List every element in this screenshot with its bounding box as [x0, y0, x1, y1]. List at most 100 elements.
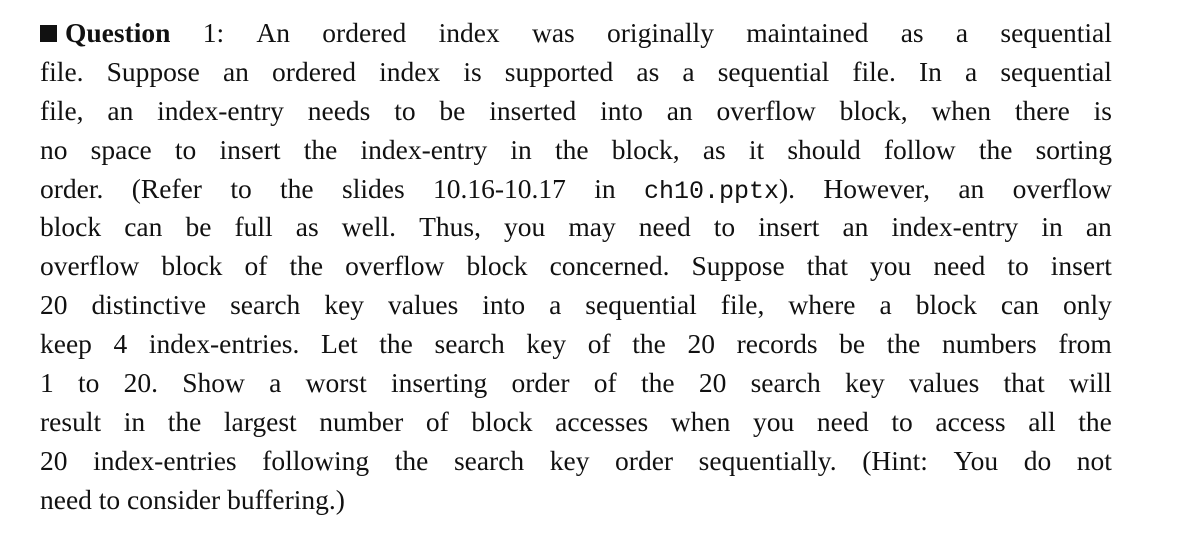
word: Thus,: [419, 211, 481, 243]
word: of: [425, 405, 449, 437]
word: inserted: [489, 94, 577, 126]
word: values: [388, 289, 459, 321]
word: index-entry: [157, 94, 284, 126]
word: the: [303, 133, 338, 165]
word: concerned.: [549, 250, 670, 282]
word: in: [594, 172, 616, 204]
word: sequential: [1000, 17, 1112, 48]
word: an: [842, 211, 869, 243]
word: the: [289, 250, 324, 282]
word: key: [845, 367, 885, 399]
word: search: [453, 444, 525, 476]
word: a: [965, 55, 978, 87]
word: largest: [223, 405, 297, 437]
text-line-13: need to consider buffering.): [40, 481, 1112, 520]
word: sequential: [717, 55, 830, 87]
word: that: [806, 250, 848, 282]
word: order: [615, 444, 674, 476]
word: when: [670, 405, 731, 437]
word: index-entry: [360, 133, 488, 165]
word: of: [587, 328, 611, 360]
word: distinctive: [91, 289, 207, 321]
word: file.: [852, 55, 896, 87]
word: an: [222, 55, 249, 87]
word: numbers: [942, 328, 1037, 360]
word: sorting: [1035, 133, 1112, 165]
word: accesses: [555, 405, 649, 437]
word: need: [816, 405, 869, 437]
word: the: [280, 172, 314, 204]
word: worst: [305, 367, 367, 399]
word: to: [230, 172, 252, 204]
word: access: [935, 405, 1006, 437]
word: it: [748, 133, 765, 165]
word: key: [549, 444, 590, 476]
word: a: [269, 367, 282, 399]
word: 20.: [123, 367, 159, 399]
word: supported: [504, 55, 614, 87]
word: the: [379, 328, 413, 360]
word: need to consider buffering.): [40, 483, 345, 515]
word: to: [394, 94, 416, 126]
word: overflow: [1012, 172, 1112, 204]
word: as: [295, 211, 319, 243]
word: a: [955, 17, 969, 48]
word: index: [379, 55, 441, 87]
word: all: [1028, 405, 1056, 437]
word: records: [736, 328, 818, 360]
word: overflow: [40, 250, 140, 282]
word: search: [230, 289, 301, 321]
word: an: [107, 94, 134, 126]
word: slides: [342, 172, 405, 204]
word: well.: [341, 211, 396, 243]
word: needs: [307, 94, 371, 126]
word: to: [1007, 250, 1029, 282]
word: be: [439, 94, 466, 126]
word: (Refer: [131, 172, 202, 204]
word: there: [1014, 94, 1070, 126]
word: insert: [758, 211, 820, 243]
word: you: [870, 250, 912, 282]
word: can: [124, 211, 163, 243]
word: Let: [320, 328, 358, 360]
word: search: [750, 367, 821, 399]
word: will: [1069, 367, 1112, 399]
word: to: [891, 405, 913, 437]
word: an: [958, 172, 985, 204]
word: a: [549, 289, 562, 321]
word: the: [1078, 405, 1112, 437]
filled-square-bullet-icon: [40, 25, 57, 43]
word: the: [394, 444, 429, 476]
word: values: [909, 367, 980, 399]
word: the: [978, 133, 1013, 165]
word: that: [1003, 367, 1045, 399]
word: into: [600, 94, 643, 126]
word: to: [78, 367, 100, 399]
word: was: [531, 17, 575, 48]
word: file,: [40, 94, 84, 126]
word: sequential: [1000, 55, 1112, 87]
word: key: [526, 328, 567, 360]
word: as: [636, 55, 660, 87]
word: 20: [698, 367, 727, 399]
word: to: [713, 211, 736, 243]
word: do: [1023, 444, 1052, 476]
word: only: [1063, 289, 1112, 321]
word: may: [568, 211, 616, 243]
word: search: [434, 328, 505, 360]
word: you: [753, 405, 795, 437]
word: insert: [219, 133, 281, 165]
word: not: [1076, 444, 1112, 476]
word: from: [1058, 328, 1112, 360]
word: a: [879, 289, 892, 321]
word: 4: [113, 328, 128, 360]
word: block,: [839, 94, 908, 126]
word: a: [682, 55, 695, 87]
word: is: [1093, 94, 1112, 126]
